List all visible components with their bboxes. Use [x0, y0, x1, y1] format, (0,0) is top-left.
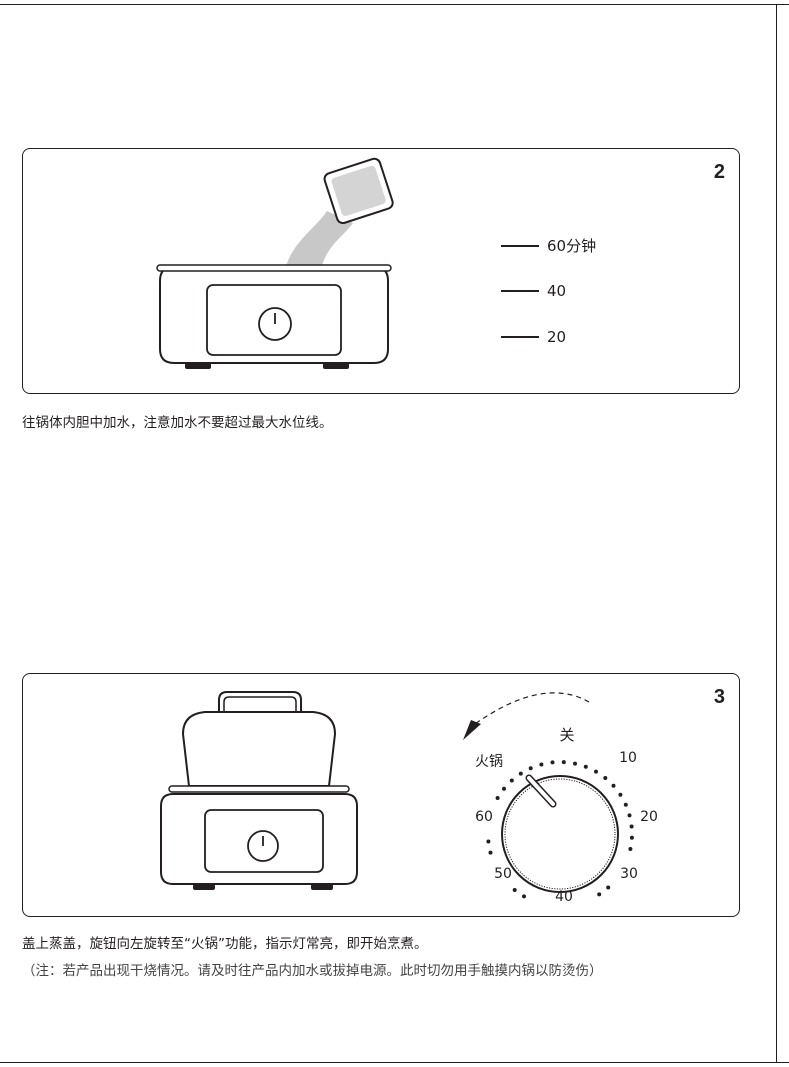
step-2-panel: 2 60分钟 40 20: [22, 148, 740, 394]
timer-dial: 关 火锅 10 20 30 40 50 60: [463, 692, 658, 905]
level-dash-icon: [501, 336, 539, 338]
dial-dot: [528, 766, 533, 771]
dial-dot: [518, 771, 523, 776]
dial-dot-ring: [486, 760, 634, 899]
dial-dot: [550, 760, 555, 765]
dial-dot: [603, 776, 608, 780]
level-dash-icon: [501, 244, 539, 247]
dial-dot: [573, 761, 577, 766]
dial-dot: [628, 847, 633, 851]
rotate-left-arrow-icon: [474, 692, 590, 725]
dial-dot: [509, 778, 514, 783]
step-3-note: （注：若产品出现干烧情况。请及时往产品内加水或拔掉电源。此时切勿用手触摸内锅以防…: [22, 963, 603, 979]
dial-tick-10: 10: [619, 750, 637, 766]
dial-dot: [486, 839, 491, 844]
dial-dot: [512, 888, 517, 892]
dial-dot: [502, 786, 506, 791]
dial-dot: [539, 762, 544, 767]
dial-dot: [495, 796, 500, 800]
level-label: 60分钟: [547, 237, 597, 255]
dial-off-label: 关: [559, 726, 574, 744]
cooker-filling-illustration: [156, 157, 394, 369]
dial-dot: [594, 769, 598, 774]
dial-dot: [606, 885, 611, 890]
steamer-illustration: [160, 691, 358, 890]
level-label: 40: [547, 282, 567, 300]
page-right-rule: [776, 4, 777, 1062]
water-level-40: 40: [501, 282, 566, 300]
water-cup-icon: [323, 157, 394, 225]
step-3-caption: 盖上蒸盖，旋钮向左旋转至“火锅”功能，指示灯常亮，即开始烹煮。: [22, 936, 428, 952]
step-2-caption: 往锅体内胆中加水，注意加水不要超过最大水位线。: [22, 415, 333, 431]
dial-hotpot-label: 火锅: [475, 754, 503, 770]
dial-dot: [629, 824, 634, 829]
dial-dot: [627, 813, 632, 818]
dial-tick-40: 40: [555, 889, 573, 905]
water-level-20: 20: [501, 328, 566, 346]
dial-tick-30: 30: [620, 866, 638, 882]
dial-dot: [488, 850, 493, 855]
dial-dot: [629, 835, 634, 840]
steamer-lid-icon: [181, 711, 337, 787]
lid-handle-icon: [218, 691, 302, 714]
dial-dot: [618, 792, 623, 797]
step-number: 3: [713, 686, 725, 708]
step-number: 2: [713, 161, 725, 183]
level-label: 20: [547, 328, 567, 346]
dial-dot: [597, 892, 602, 897]
dial-tick-20: 20: [640, 809, 658, 825]
dial-dot: [561, 760, 566, 765]
page-bottom-rule: [0, 1062, 789, 1063]
dial-tick-60: 60: [475, 809, 493, 825]
page-top-rule: [0, 4, 789, 5]
dial-knob-icon: [501, 775, 619, 893]
step-3-panel: 3 关 火锅 10 20 30 40 50 60: [22, 673, 740, 917]
dial-dot: [611, 783, 616, 788]
water-stream-icon: [285, 211, 353, 269]
water-level-60: 60分钟: [501, 235, 596, 256]
level-dash-icon: [501, 290, 539, 292]
dial-dot: [583, 764, 588, 769]
dial-tick-50: 50: [494, 866, 512, 882]
dial-dot: [623, 802, 628, 807]
dial-dot: [522, 894, 526, 899]
